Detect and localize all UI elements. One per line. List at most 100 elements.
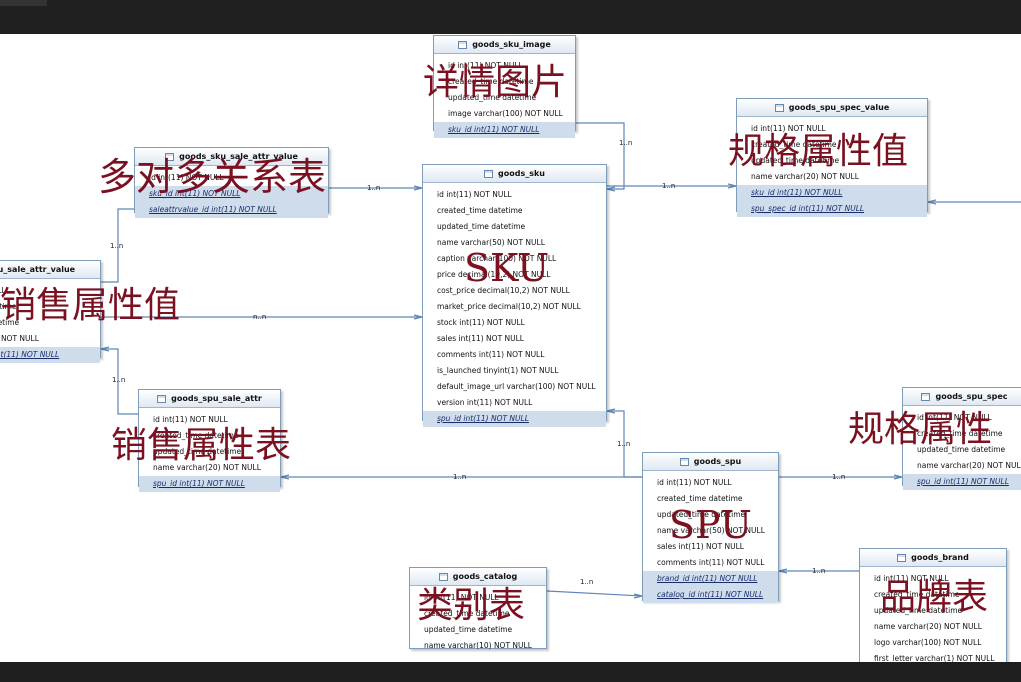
multiplicity-label: 1..n xyxy=(110,242,124,250)
entity-foreign-key[interactable]: spu_id int(11) NOT NULL xyxy=(423,411,606,427)
annotation-sku-image: 详情图片 xyxy=(423,62,568,103)
entity-field[interactable]: updated_time datetime xyxy=(424,625,513,634)
entity-field[interactable]: caption varchar(100) NOT NULL xyxy=(437,254,557,263)
entity-field[interactable]: is_launched tinyint(1) NOT NULL xyxy=(437,366,559,375)
entity-foreign-key[interactable]: spu_sale_attr_id int(11) NOT NULL xyxy=(0,347,100,363)
entity-field[interactable]: default_image_url varchar(100) NOT NULL xyxy=(437,382,596,391)
entity-field[interactable]: updated_time datetime xyxy=(751,156,840,165)
entity-field[interactable]: version int(11) NOT NULL xyxy=(437,398,533,407)
entity-field[interactable]: comments int(11) NOT NULL xyxy=(437,350,545,359)
entity-field[interactable]: updated_time datetime xyxy=(657,510,746,519)
entity-field[interactable]: sales int(11) NOT NULL xyxy=(657,542,744,551)
entity-field[interactable]: name varchar(10) NOT NULL xyxy=(424,641,532,650)
entity-field[interactable]: comments int(11) NOT NULL xyxy=(657,558,765,567)
entity-title: goods_brand xyxy=(911,553,969,562)
entity-field[interactable]: id int(11) NOT NULL xyxy=(657,478,732,487)
entity-field[interactable]: id int(11) NOT NULL xyxy=(437,190,512,199)
entity-field[interactable]: updated_time datetime xyxy=(153,447,242,456)
entity-fields: id int(11) NOT NULL created_time datetime… xyxy=(423,183,606,427)
entity-field[interactable]: created_time datetime xyxy=(657,494,743,503)
entity-header[interactable]: goods_spu_spec xyxy=(903,388,1021,406)
entity-field[interactable]: name varchar(20) NOT NULL xyxy=(153,463,261,472)
multiplicity-label: 1..n xyxy=(662,182,676,190)
entity-field[interactable]: price decimal(10,2) NOT NULL xyxy=(437,270,551,279)
rel-line-sku-image xyxy=(576,122,625,190)
annotation-spec: 规格属性 xyxy=(848,409,993,450)
annotation-sku: SKU xyxy=(464,246,550,290)
tab-stub[interactable] xyxy=(0,0,47,6)
entity-field[interactable]: created_time datetime xyxy=(437,206,523,215)
entity-field[interactable]: name varchar(20) NOT NULL xyxy=(917,461,1021,470)
entity-field[interactable]: id int(11) NOT NULL xyxy=(149,173,224,182)
entity-field[interactable]: sales int(11) NOT NULL xyxy=(437,334,524,343)
entity-field[interactable]: created_time datetime xyxy=(153,431,239,440)
entity-field[interactable]: name varchar(20) NOT NULL xyxy=(751,172,859,181)
entity-header[interactable]: goods_sku_image xyxy=(434,36,575,54)
entity-field[interactable]: updated_time datetime xyxy=(917,445,1006,454)
entity-field[interactable]: updated_time datetime xyxy=(874,606,963,615)
entity-field[interactable]: created_time datetime xyxy=(917,429,1003,438)
entity-field[interactable]: id int(11) NOT NULL xyxy=(448,61,523,70)
entity-field[interactable]: created_time datetime xyxy=(424,609,510,618)
entity-field[interactable]: cost_price decimal(10,2) NOT NULL xyxy=(437,286,570,295)
entity-field[interactable]: created_time datetime xyxy=(448,77,534,86)
entity-field[interactable]: first_letter varchar(1) NOT NULL xyxy=(874,654,995,662)
entity-header[interactable]: goods_spu xyxy=(643,453,778,471)
entity-foreign-key[interactable]: sku_id int(11) NOT NULL xyxy=(434,122,575,138)
entity-field[interactable]: id int(11) NOT NULL xyxy=(0,286,6,295)
entity-field[interactable]: id int(11) NOT NULL xyxy=(751,124,826,133)
entity-field[interactable]: stock int(11) NOT NULL xyxy=(437,318,525,327)
entity-field[interactable]: id int(11) NOT NULL xyxy=(874,574,949,583)
entity-field[interactable]: name varchar(50) NOT NULL xyxy=(437,238,545,247)
entity-header[interactable]: goods_catalog xyxy=(410,568,546,586)
entity-foreign-key[interactable]: catalog_id int(11) NOT NULL xyxy=(643,587,778,603)
entity-foreign-key[interactable]: spu_id int(11) NOT NULL xyxy=(139,476,280,492)
entity-title: goods_spu xyxy=(693,457,742,466)
multiplicity-label: 1..n xyxy=(832,473,846,481)
entity-field[interactable]: id int(11) NOT NULL xyxy=(917,413,992,422)
entity-field[interactable]: updated_time datetime xyxy=(437,222,526,231)
entity-header[interactable]: goods_spu_spec_value xyxy=(737,99,927,117)
entity-field[interactable]: created_time datetime xyxy=(0,302,17,311)
entity-field[interactable]: id int(11) NOT NULL xyxy=(424,593,499,602)
table-icon xyxy=(921,392,931,401)
entity-header[interactable]: goods_spu_sale_attr_value xyxy=(0,261,100,279)
entity-field[interactable]: created_time datetime xyxy=(874,590,960,599)
entity-field[interactable]: name varchar(50) NOT NULL xyxy=(657,526,765,535)
entity-foreign-key[interactable]: saleattrvalue_id int(11) NOT NULL xyxy=(135,202,328,218)
entity-field[interactable]: created_time datetime xyxy=(751,140,837,149)
table-icon xyxy=(438,572,448,581)
entity-header[interactable]: goods_brand xyxy=(860,549,1006,567)
entity-field[interactable]: updated_time datetime xyxy=(448,93,537,102)
entity-foreign-key[interactable]: brand_id int(11) NOT NULL xyxy=(643,571,778,587)
entity-field[interactable]: updated_time datetime xyxy=(0,318,20,327)
er-diagram-canvas: 1..n 1..n 1..n 1..n n..n 1..n 1..n 1..n … xyxy=(0,34,1021,662)
entity-fields: id int(11) NOT NULL created_time datetime… xyxy=(0,279,100,363)
entity-header[interactable]: goods_spu_sale_attr xyxy=(139,390,280,408)
entity-field[interactable]: name varchar(20) NOT NULL xyxy=(874,622,982,631)
entity-header[interactable]: goods_sku xyxy=(423,165,606,183)
entity-field[interactable]: image varchar(100) NOT NULL xyxy=(448,109,563,118)
entity-field[interactable]: logo varchar(100) NOT NULL xyxy=(874,638,982,647)
entity-foreign-key[interactable]: sku_id int(11) NOT NULL xyxy=(737,185,927,201)
annotation-sale-attr: 销售属性表 xyxy=(111,425,292,466)
multiplicity-label: 1..n xyxy=(617,440,631,448)
entity-foreign-key[interactable]: spu_id int(11) NOT NULL xyxy=(903,474,1021,490)
entity-field[interactable]: name varchar(20) NOT NULL xyxy=(0,334,39,343)
entity-header[interactable]: goods_sku_sale_attr_value xyxy=(135,148,328,166)
entity-foreign-key[interactable]: spu_spec_id int(11) NOT NULL xyxy=(737,201,927,217)
entity-field[interactable]: id int(11) NOT NULL xyxy=(153,415,228,424)
table-icon xyxy=(774,103,784,112)
entity-foreign-key[interactable]: sku_id int(11) NOT NULL xyxy=(135,186,328,202)
entity-field[interactable]: market_price decimal(10,2) NOT NULL xyxy=(437,302,581,311)
